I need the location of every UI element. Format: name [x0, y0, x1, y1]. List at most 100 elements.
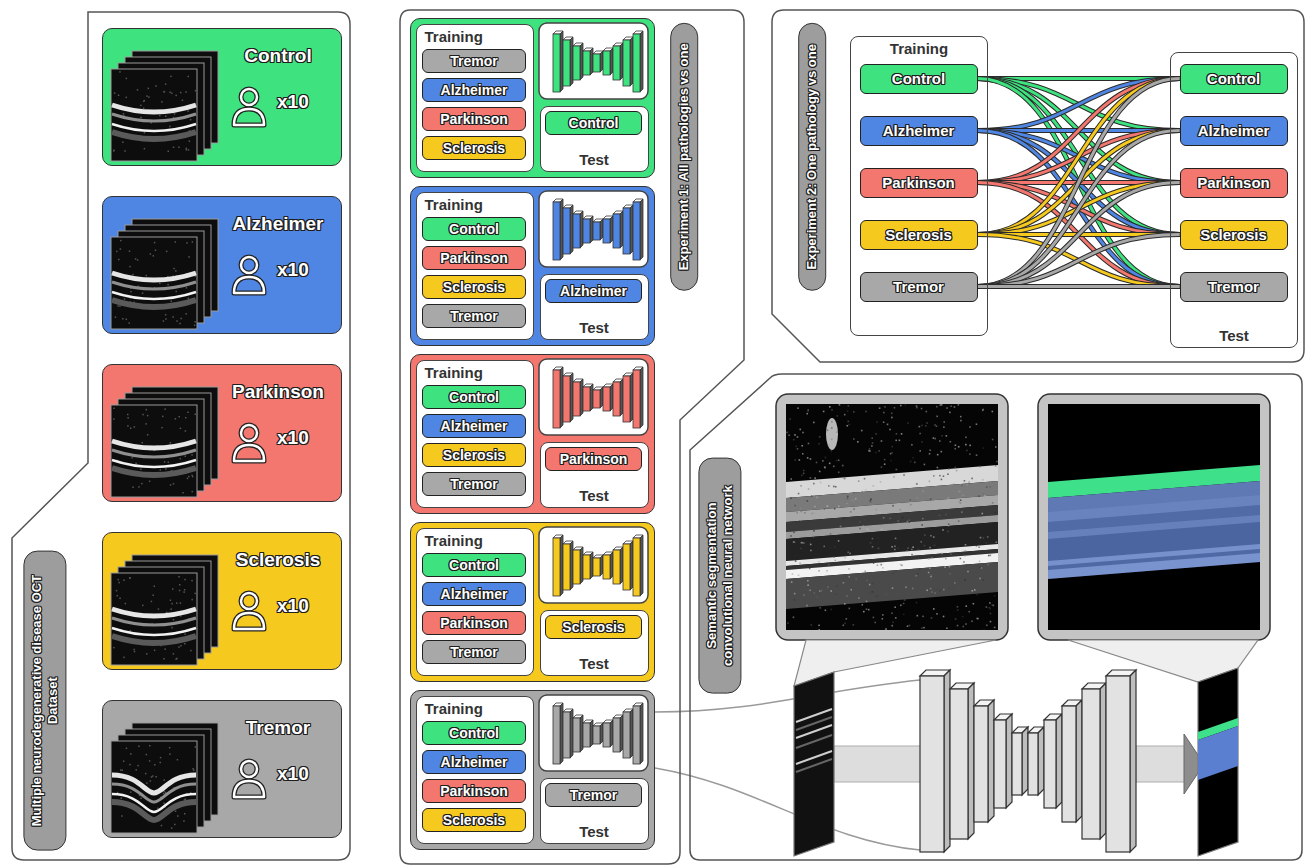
- speckle: [786, 432, 788, 434]
- speckle: [864, 570, 866, 572]
- speckle: [173, 146, 175, 148]
- speckle: [891, 452, 893, 454]
- speckle: [959, 491, 961, 493]
- speckle: [813, 483, 815, 485]
- pill-label: Tremor: [1208, 278, 1259, 295]
- speckle: [969, 453, 971, 455]
- speckle: [988, 555, 990, 557]
- connector-line: [978, 183, 1180, 287]
- speckle: [878, 548, 880, 550]
- speckle: [958, 404, 960, 406]
- speckle: [872, 485, 874, 487]
- speckle: [169, 126, 171, 128]
- speckle: [194, 593, 196, 595]
- speckle: [930, 576, 932, 578]
- box-heading: Test: [579, 823, 609, 840]
- speckle: [834, 508, 836, 510]
- pill-label: Parkinson: [560, 451, 628, 467]
- speckle: [167, 284, 169, 286]
- speckle: [930, 588, 932, 590]
- speckle: [118, 95, 120, 97]
- speckle: [187, 412, 189, 414]
- speckle: [941, 435, 943, 437]
- network-layer: [593, 558, 600, 576]
- speckle: [800, 548, 802, 550]
- pill-label: Sclerosis: [885, 226, 952, 243]
- speckle: [924, 545, 926, 547]
- class-pill: Alzheimer: [422, 582, 526, 606]
- speckle: [965, 444, 967, 446]
- speckle: [820, 499, 822, 501]
- speckle: [121, 815, 123, 817]
- connector: [978, 235, 1180, 287]
- speckle: [123, 579, 125, 581]
- class-name: Sclerosis: [236, 549, 321, 571]
- speckle: [126, 78, 128, 80]
- pill-label: Alzheimer: [441, 418, 508, 434]
- speckle: [994, 627, 996, 629]
- class-pill: Alzheimer: [860, 116, 978, 146]
- speckle: [806, 413, 808, 415]
- speckle: [163, 658, 165, 660]
- speckle: [852, 559, 854, 561]
- speckle: [894, 549, 896, 551]
- speckle: [834, 560, 836, 562]
- network-layer: [580, 43, 583, 80]
- speckle: [121, 769, 123, 771]
- speckle: [949, 566, 951, 568]
- speckle: [864, 478, 866, 480]
- network-layer: [583, 387, 590, 411]
- speckle: [926, 422, 928, 424]
- speckle: [962, 616, 964, 618]
- pill-label: Parkinson: [1197, 174, 1270, 191]
- network-layer: [623, 376, 630, 422]
- speckle: [836, 415, 838, 417]
- speckle: [113, 408, 115, 410]
- test-box: TestParkinson: [540, 442, 649, 508]
- class-pill: Alzheimer: [422, 78, 526, 102]
- speckle: [983, 579, 985, 581]
- speckle: [142, 442, 144, 444]
- pill-label: Tremor: [450, 644, 497, 660]
- speckle: [933, 536, 935, 538]
- speckle: [873, 617, 875, 619]
- speckle: [945, 514, 947, 516]
- training-box: TrainingControlParkinsonSclerosisTremor: [416, 192, 534, 340]
- speckle: [802, 432, 804, 434]
- speckle: [149, 760, 151, 762]
- speckle: [916, 405, 918, 407]
- speckle: [120, 240, 122, 242]
- speckle: [887, 424, 889, 426]
- connector-outline: [978, 183, 1180, 287]
- speckle: [819, 607, 821, 609]
- speckle: [941, 553, 943, 555]
- speckle: [905, 586, 907, 588]
- network-layer: [590, 48, 593, 75]
- speckle: [123, 113, 125, 115]
- speckle: [978, 546, 980, 548]
- speckle: [986, 606, 988, 608]
- network-layer: [590, 216, 593, 243]
- speckle: [800, 485, 802, 487]
- speckle: [871, 517, 873, 519]
- speckle: [850, 589, 852, 591]
- speckle: [177, 815, 179, 817]
- class-pill: Control: [422, 721, 526, 745]
- speckle: [952, 587, 954, 589]
- speckle: [853, 492, 855, 494]
- network-layer: [563, 712, 570, 758]
- connector-group: [978, 79, 1180, 287]
- speckle: [792, 573, 794, 575]
- speckle: [889, 429, 891, 431]
- speckle: [170, 300, 172, 302]
- connector: [978, 183, 1180, 287]
- speckle: [849, 553, 851, 555]
- speckle: [900, 405, 902, 407]
- network-layer: [570, 37, 573, 86]
- speckle: [835, 593, 837, 595]
- speckle: [879, 512, 881, 514]
- speckle: [142, 414, 144, 416]
- speckle: [186, 287, 188, 289]
- connector: [978, 131, 1180, 287]
- speckle: [188, 76, 190, 78]
